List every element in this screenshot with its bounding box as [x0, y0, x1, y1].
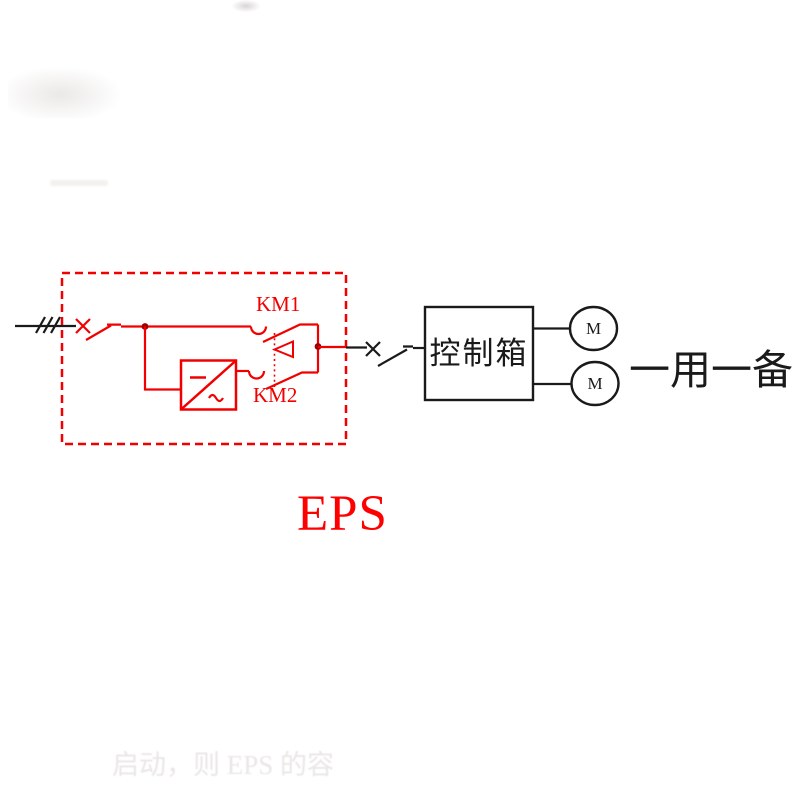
control-box: [423, 305, 535, 402]
motor-bottom-label: M: [587, 374, 603, 393]
inverter-box: [179, 359, 238, 411]
inverter-feed-wire: [143, 326, 181, 391]
motor-bottom-circle: [570, 360, 620, 407]
ac-tilde-icon: [208, 393, 224, 403]
motor-top-label: M: [585, 319, 602, 338]
three-phase-slashes-icon: [35, 316, 61, 334]
input-breaker-x-icon: [75, 318, 91, 334]
km1-contact: [249, 323, 318, 343]
feeder-switch-blade: [377, 345, 413, 367]
feeder-breaker-x-icon: [365, 341, 381, 357]
km2-contact: [247, 370, 318, 390]
mechanical-interlock: [271, 333, 294, 388]
control-box-label: 控制箱: [429, 336, 529, 371]
ghost-watermark-text: 启动，则 EPS 的容: [112, 750, 335, 780]
eps-dashed-boundary: [60, 271, 348, 446]
input-switch-blade: [85, 323, 121, 341]
motor-top-circle: [568, 305, 619, 352]
km1-label: KM1: [256, 292, 301, 316]
interlock-triangle-icon: [271, 339, 294, 359]
eps-title: EPS: [297, 486, 388, 542]
duty-standby-caption: 一用一备: [629, 347, 793, 393]
inverter-diagonal: [180, 359, 237, 411]
km2-label: KM2: [253, 383, 298, 407]
